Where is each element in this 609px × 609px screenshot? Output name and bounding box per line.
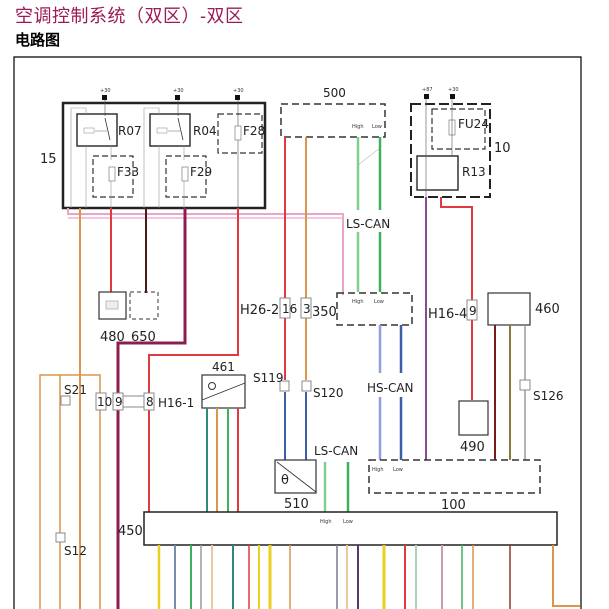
pin-label: 10 [97, 395, 112, 409]
component-650 [129, 291, 159, 320]
page-title: 空调控制系统（双区）-双区 [15, 6, 244, 26]
component-350 [336, 292, 413, 326]
component-label-460: 460 [535, 302, 560, 317]
fuse-f33 [92, 155, 134, 198]
pin-label-high: High [352, 124, 364, 130]
splice-s120 [301, 380, 312, 392]
component-label-510: 510 [284, 497, 309, 512]
diagram-frame [13, 56, 582, 609]
component-label-461: 461 [212, 360, 235, 374]
pin-label: 9 [115, 395, 123, 409]
bus-label-ls-can-bottom: LS-CAN [314, 444, 358, 458]
wire-red-h16 [148, 208, 239, 512]
control-module-450 [143, 511, 558, 546]
splice-label-s120: S120 [313, 386, 344, 400]
splice-label-s126: S126 [533, 389, 564, 403]
pin-label: 8 [146, 395, 154, 409]
relay-label-r07: R07 [118, 124, 142, 138]
connector-label-h16-1: H16-1 [158, 396, 194, 410]
splice-s21 [60, 395, 71, 406]
fuse-label-f33: F33 [117, 165, 139, 179]
pin-label-low: Low [372, 124, 382, 130]
bus-label-ls-can: LS-CAN [346, 217, 390, 231]
pin-label-high: High [352, 299, 364, 305]
terminal-plus30: +30 +30 +30 [100, 88, 244, 100]
relay-box-10 [410, 103, 491, 198]
pin-label-low: Low [343, 519, 353, 525]
connector-h16-4 [466, 299, 478, 321]
component-460 [487, 292, 531, 326]
fuse-label-f29: F29 [190, 165, 212, 179]
fuse-label-f28: F28 [243, 124, 265, 138]
component-label-450: 450 [118, 524, 143, 539]
wire-pink-bus [67, 208, 344, 295]
terminal-plus87 [424, 94, 429, 99]
terminal-label: +30 [173, 88, 184, 94]
theta-icon: θ [281, 473, 289, 488]
splice-s12 [55, 532, 66, 543]
fuse-f29 [165, 155, 207, 198]
relay-label-r04: R04 [193, 124, 217, 138]
component-label-480: 480 [100, 330, 125, 345]
terminal-label: +87 [422, 87, 433, 93]
splice-label-s12: S12 [64, 544, 87, 558]
pin-label-low: Low [374, 299, 384, 305]
pin-label: 9 [469, 304, 477, 318]
section-title: 电路图 [15, 32, 61, 49]
connector-h16-1: 10 9 8 H16-1 [95, 392, 194, 411]
component-label-650: 650 [131, 330, 156, 345]
bus-label-hs-can: HS-CAN [367, 381, 414, 395]
component-label-10: 10 [494, 141, 511, 156]
component-100 [368, 459, 541, 494]
wire-orange-s21 [39, 374, 101, 609]
relay-r04 [149, 113, 191, 147]
fuse-relay-box-15: 15 +30 +30 +30 R07 R04 F28 F33 F29 [40, 88, 267, 210]
splice-label-s21: S21 [64, 383, 87, 397]
heater-icon [105, 300, 119, 310]
fuse-label-fu24: FU24 [458, 117, 489, 131]
connector-label-h26-2: H26-2 [240, 303, 279, 318]
wire-red-490 [440, 197, 473, 400]
fuse-f28 [217, 113, 263, 154]
component-490 [458, 400, 489, 436]
pin-label: 3 [303, 302, 311, 316]
sun-icon [208, 382, 216, 390]
splice-label-s119: S119 [253, 371, 284, 385]
fuse-fu24 [431, 108, 486, 150]
terminal-label: +30 [233, 88, 244, 94]
terminal-plus30 [450, 94, 455, 99]
relay-r07 [76, 113, 118, 147]
relay-r13 [416, 155, 459, 191]
component-label-490: 490 [460, 440, 485, 455]
relay-label-r13: R13 [462, 165, 486, 179]
wire-darkmagenta [116, 208, 187, 609]
pin-label: 16 [282, 302, 297, 316]
connector-h26-2 [279, 297, 291, 319]
pin-label-low: Low [393, 467, 403, 473]
splice-s119 [279, 380, 290, 392]
splice-s126 [519, 379, 531, 391]
pin-label-high: High [372, 467, 384, 473]
connector-label-h16-4: H16-4 [428, 307, 467, 322]
component-label-350: 350 [312, 305, 337, 320]
component-500 [280, 103, 386, 138]
bottom-wires [157, 545, 580, 609]
component-label-15: 15 [40, 152, 57, 167]
component-label-100: 100 [441, 498, 466, 513]
terminal-label: +30 [448, 87, 459, 93]
component-label-500: 500 [323, 86, 346, 100]
pin-label-high: High [320, 519, 332, 525]
terminal-label: +30 [100, 88, 111, 94]
